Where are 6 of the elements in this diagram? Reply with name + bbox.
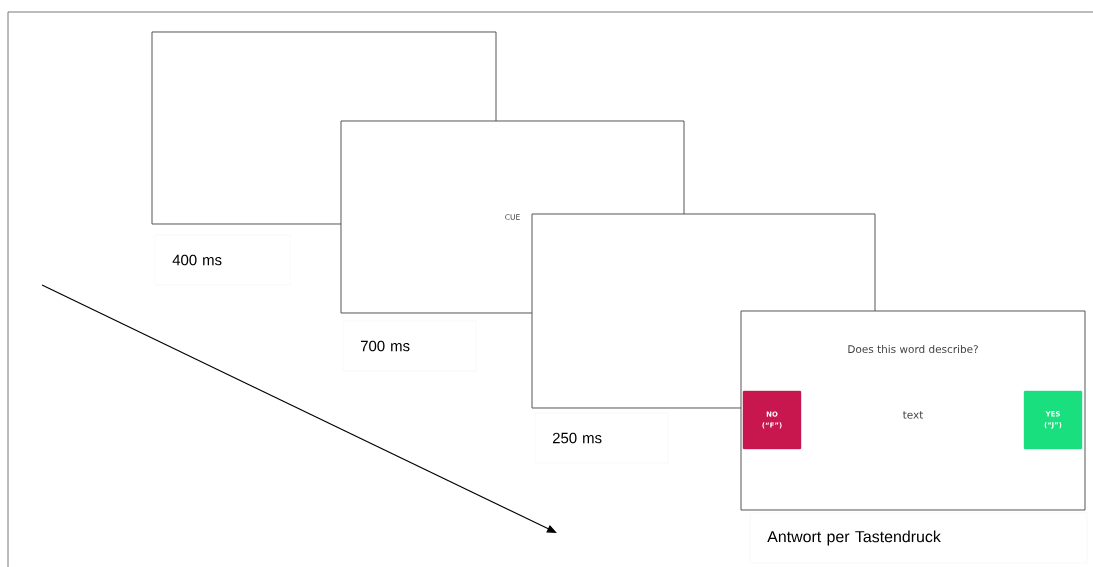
duration-label: 700 ms: [343, 320, 477, 372]
duration-label: Antwort per Tastendruck: [750, 512, 1088, 564]
duration-label: 250 ms: [535, 412, 669, 464]
duration-label: 400 ms: [155, 234, 291, 286]
question-text: Does this word describe?: [848, 344, 978, 354]
stimulus-word: text: [902, 411, 924, 419]
